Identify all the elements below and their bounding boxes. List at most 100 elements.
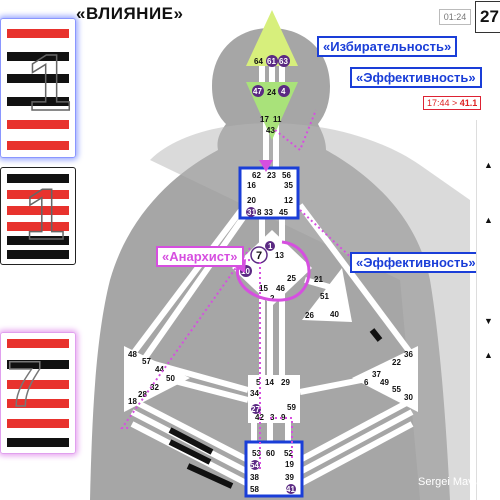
svg-text:48: 48 (128, 350, 137, 359)
svg-text:21: 21 (314, 275, 323, 284)
ratio-readout: 17:44 > 41.1 (423, 96, 482, 110)
svg-text:61: 61 (267, 57, 276, 66)
hexagram-line (7, 399, 69, 408)
svg-text:39: 39 (285, 473, 294, 482)
svg-text:15: 15 (259, 284, 268, 293)
svg-text:9: 9 (281, 413, 286, 422)
svg-text:58: 58 (250, 485, 259, 494)
g-center (232, 230, 312, 306)
svg-text:31: 31 (247, 208, 256, 217)
svg-text:60: 60 (266, 449, 275, 458)
hexagram-line (7, 250, 69, 259)
ratio-value: 41.1 (459, 98, 478, 108)
svg-text:13: 13 (275, 251, 284, 260)
svg-text:6: 6 (364, 378, 369, 387)
svg-text:49: 49 (380, 378, 389, 387)
svg-text:41: 41 (286, 485, 295, 494)
scroll-down-icon[interactable]: ▼ (484, 316, 493, 326)
svg-text:33: 33 (264, 208, 273, 217)
label-selectivity[interactable]: «Избирательность» (317, 36, 458, 57)
svg-text:1: 1 (268, 242, 273, 251)
svg-text:37: 37 (372, 370, 381, 379)
hexagram-line (7, 29, 69, 38)
svg-text:64: 64 (254, 57, 263, 66)
svg-text:36: 36 (404, 350, 413, 359)
svg-text:63: 63 (279, 57, 288, 66)
svg-text:57: 57 (142, 357, 151, 366)
svg-text:53: 53 (252, 449, 261, 458)
svg-text:44: 44 (155, 365, 164, 374)
scroll-up-icon-2[interactable]: ▲ (484, 215, 493, 225)
svg-text:17: 17 (260, 115, 269, 124)
svg-text:43: 43 (266, 126, 275, 135)
hexagram-line (7, 206, 69, 215)
svg-text:51: 51 (320, 292, 329, 301)
line-number-outline: 1 (26, 37, 72, 128)
scrollbar-track[interactable] (476, 120, 500, 500)
scroll-up-icon-3[interactable]: ▲ (484, 350, 493, 360)
hexagram-card-3[interactable]: 7 (0, 332, 76, 454)
svg-text:19: 19 (285, 460, 294, 469)
svg-text:3: 3 (270, 413, 275, 422)
hexagram-line (7, 380, 69, 389)
svg-text:10: 10 (241, 267, 250, 276)
svg-text:47: 47 (253, 87, 262, 96)
solar-plexus-center (352, 346, 418, 412)
svg-text:50: 50 (166, 374, 175, 383)
svg-text:28: 28 (138, 390, 147, 399)
svg-text:38: 38 (250, 473, 259, 482)
hexagram-line (7, 74, 69, 83)
svg-text:26: 26 (305, 311, 314, 320)
svg-text:56: 56 (282, 171, 291, 180)
page-title: «ВЛИЯНИЕ» (76, 4, 184, 23)
activated-segments (168, 92, 383, 489)
label-efficiency-mid[interactable]: «Эффективность» (350, 252, 482, 273)
hexagram-line (7, 174, 69, 183)
svg-text:54: 54 (250, 461, 259, 470)
credit-text: Sergei Mavlato (418, 476, 492, 488)
svg-text:59: 59 (287, 403, 296, 412)
hexagram-line (7, 236, 69, 245)
svg-text:46: 46 (276, 284, 285, 293)
ratio-label: 17:44 > (427, 98, 460, 108)
label-efficiency-top[interactable]: «Эффективность» (350, 67, 482, 88)
label-anarchist[interactable]: «Анархист» (156, 246, 244, 267)
hexagram-line (7, 120, 69, 129)
head-center (246, 10, 298, 66)
svg-text:52: 52 (284, 449, 293, 458)
svg-text:40: 40 (330, 310, 339, 319)
hexagram-card-2[interactable]: 1 (0, 167, 76, 265)
svg-text:5: 5 (256, 378, 261, 387)
svg-text:62: 62 (252, 171, 261, 180)
svg-text:14: 14 (265, 378, 274, 387)
hexagram-line (7, 52, 69, 61)
hexagram-line (7, 438, 69, 447)
svg-text:22: 22 (392, 358, 401, 367)
hexagram-line (7, 360, 69, 369)
svg-text:4: 4 (281, 87, 286, 96)
svg-text:20: 20 (247, 196, 256, 205)
svg-text:34: 34 (250, 389, 259, 398)
svg-text:27: 27 (251, 405, 260, 414)
pink-circle-arrow (235, 240, 311, 302)
timer-readout: 01:24 (439, 9, 471, 25)
svg-text:25: 25 (287, 274, 296, 283)
hexagram-line (7, 97, 69, 106)
hexagram-line (7, 419, 69, 428)
svg-text:16: 16 (247, 181, 256, 190)
svg-text:29: 29 (281, 378, 290, 387)
line-number-outline: 1 (24, 174, 66, 256)
hexagram-card-1[interactable]: 1 (0, 18, 76, 158)
svg-text:35: 35 (284, 181, 293, 190)
scroll-up-icon[interactable]: ▲ (484, 160, 493, 170)
svg-text:18: 18 (128, 397, 137, 406)
svg-text:11: 11 (273, 115, 282, 124)
svg-text:30: 30 (404, 393, 413, 402)
line-number-outline: 7 (6, 347, 43, 421)
hexagram-line (7, 190, 69, 199)
svg-text:24: 24 (267, 88, 276, 97)
svg-text:32: 32 (150, 383, 159, 392)
svg-text:45: 45 (279, 208, 288, 217)
